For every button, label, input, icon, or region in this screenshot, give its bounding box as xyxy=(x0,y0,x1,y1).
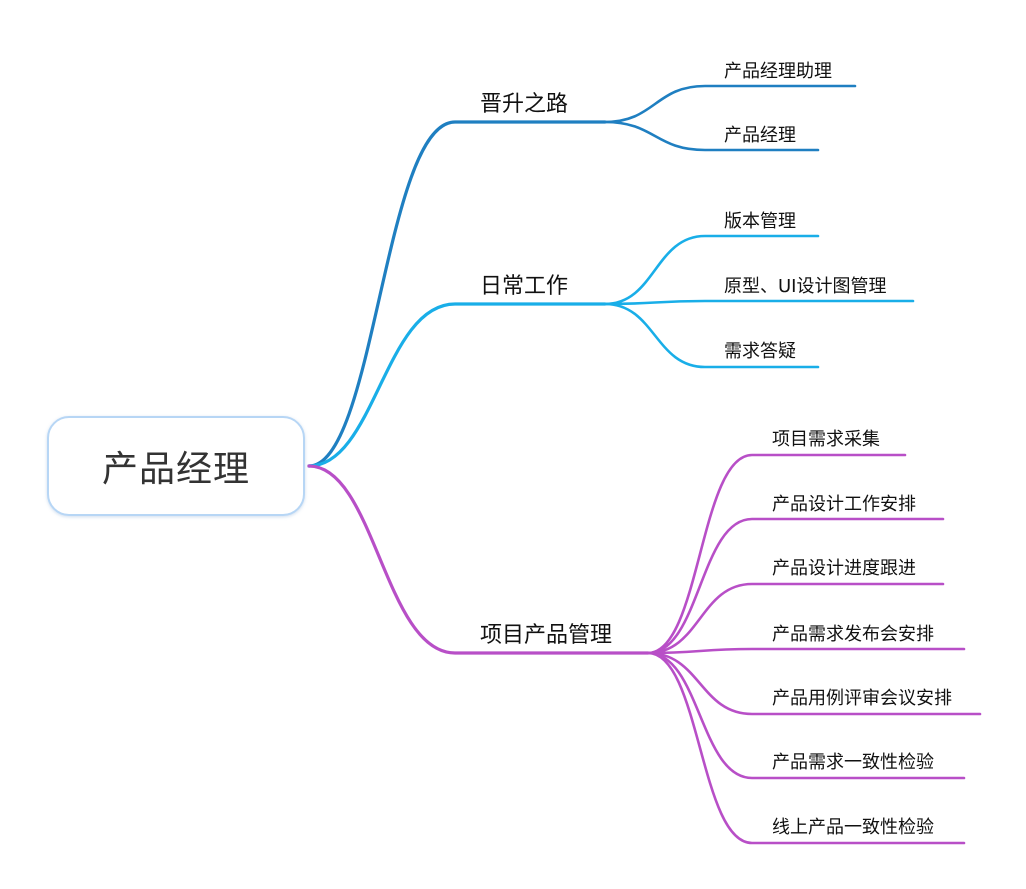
branch-label-promotion[interactable]: 晋升之路 xyxy=(480,92,569,117)
leaf-connector xyxy=(646,647,966,655)
branch-label-daily-work[interactable]: 日常工作 xyxy=(480,274,569,299)
leaf-connector xyxy=(603,234,820,306)
leaf-label[interactable]: 版本管理 xyxy=(724,211,796,232)
leaf-connector xyxy=(603,299,915,306)
leaf-connector xyxy=(646,582,945,655)
leaf-label[interactable]: 产品经理助理 xyxy=(724,61,832,82)
leaf-label[interactable]: 产品经理 xyxy=(724,125,796,146)
leaf-label[interactable]: 产品设计进度跟进 xyxy=(772,558,916,579)
branch-connector xyxy=(307,120,607,468)
leaf-connector xyxy=(603,120,820,152)
leaf-label[interactable]: 产品需求一致性检验 xyxy=(772,752,934,773)
leaf-label[interactable]: 需求答疑 xyxy=(724,341,796,362)
root-node[interactable]: 产品经理 xyxy=(47,416,305,516)
leaf-label[interactable]: 项目需求采集 xyxy=(772,429,880,450)
leaf-connector xyxy=(646,651,982,716)
leaf-label[interactable]: 原型、UI设计图管理 xyxy=(724,276,887,297)
leaf-label[interactable]: 产品设计工作安排 xyxy=(772,494,916,515)
leaf-connector xyxy=(646,651,966,780)
root-label: 产品经理 xyxy=(101,449,250,490)
leaf-connector xyxy=(646,651,966,845)
branch-label-project-management[interactable]: 项目产品管理 xyxy=(480,623,613,648)
branch-connector xyxy=(307,464,650,655)
leaf-label[interactable]: 产品需求发布会安排 xyxy=(772,624,934,645)
leaf-connector xyxy=(646,453,907,655)
leaf-label[interactable]: 线上产品一致性检验 xyxy=(772,817,934,838)
leaf-connector xyxy=(603,84,857,124)
leaf-connector xyxy=(646,517,945,655)
leaf-label[interactable]: 产品用例评审会议安排 xyxy=(772,688,952,709)
branch-connector xyxy=(307,302,607,468)
leaf-connector xyxy=(603,302,820,369)
